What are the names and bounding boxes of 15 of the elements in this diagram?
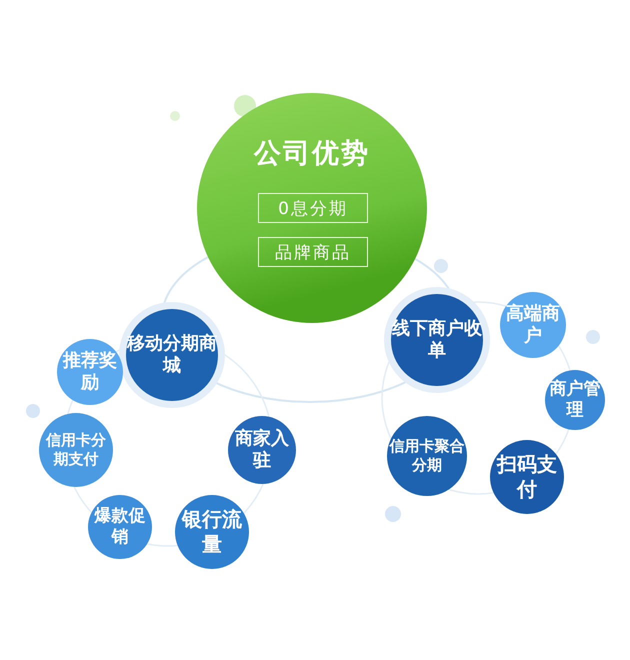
feature-box: 0息分期 [258, 193, 368, 223]
circle-label: 银行流量 [180, 507, 243, 557]
feature-box: 品牌商品 [258, 237, 368, 267]
topic-circle [500, 292, 566, 358]
main-heading: 公司优势 [254, 137, 370, 171]
circle-label: 扫码支付 [495, 452, 558, 502]
circle-label: 高端商户 [505, 302, 561, 348]
circle-label: 线下商户收单 [392, 318, 482, 362]
circle-label: 商家入驻 [234, 428, 290, 472]
circle-label: 移动分期商城 [127, 332, 217, 378]
circle-label: 商户管理 [548, 378, 602, 422]
circle-label: 爆款促销 [93, 506, 146, 548]
circle-label: 信用卡分期支付 [44, 431, 107, 469]
circle-label: 推荐奖励 [62, 350, 118, 394]
circle-label: 信用卡聚合分期 [388, 437, 466, 475]
